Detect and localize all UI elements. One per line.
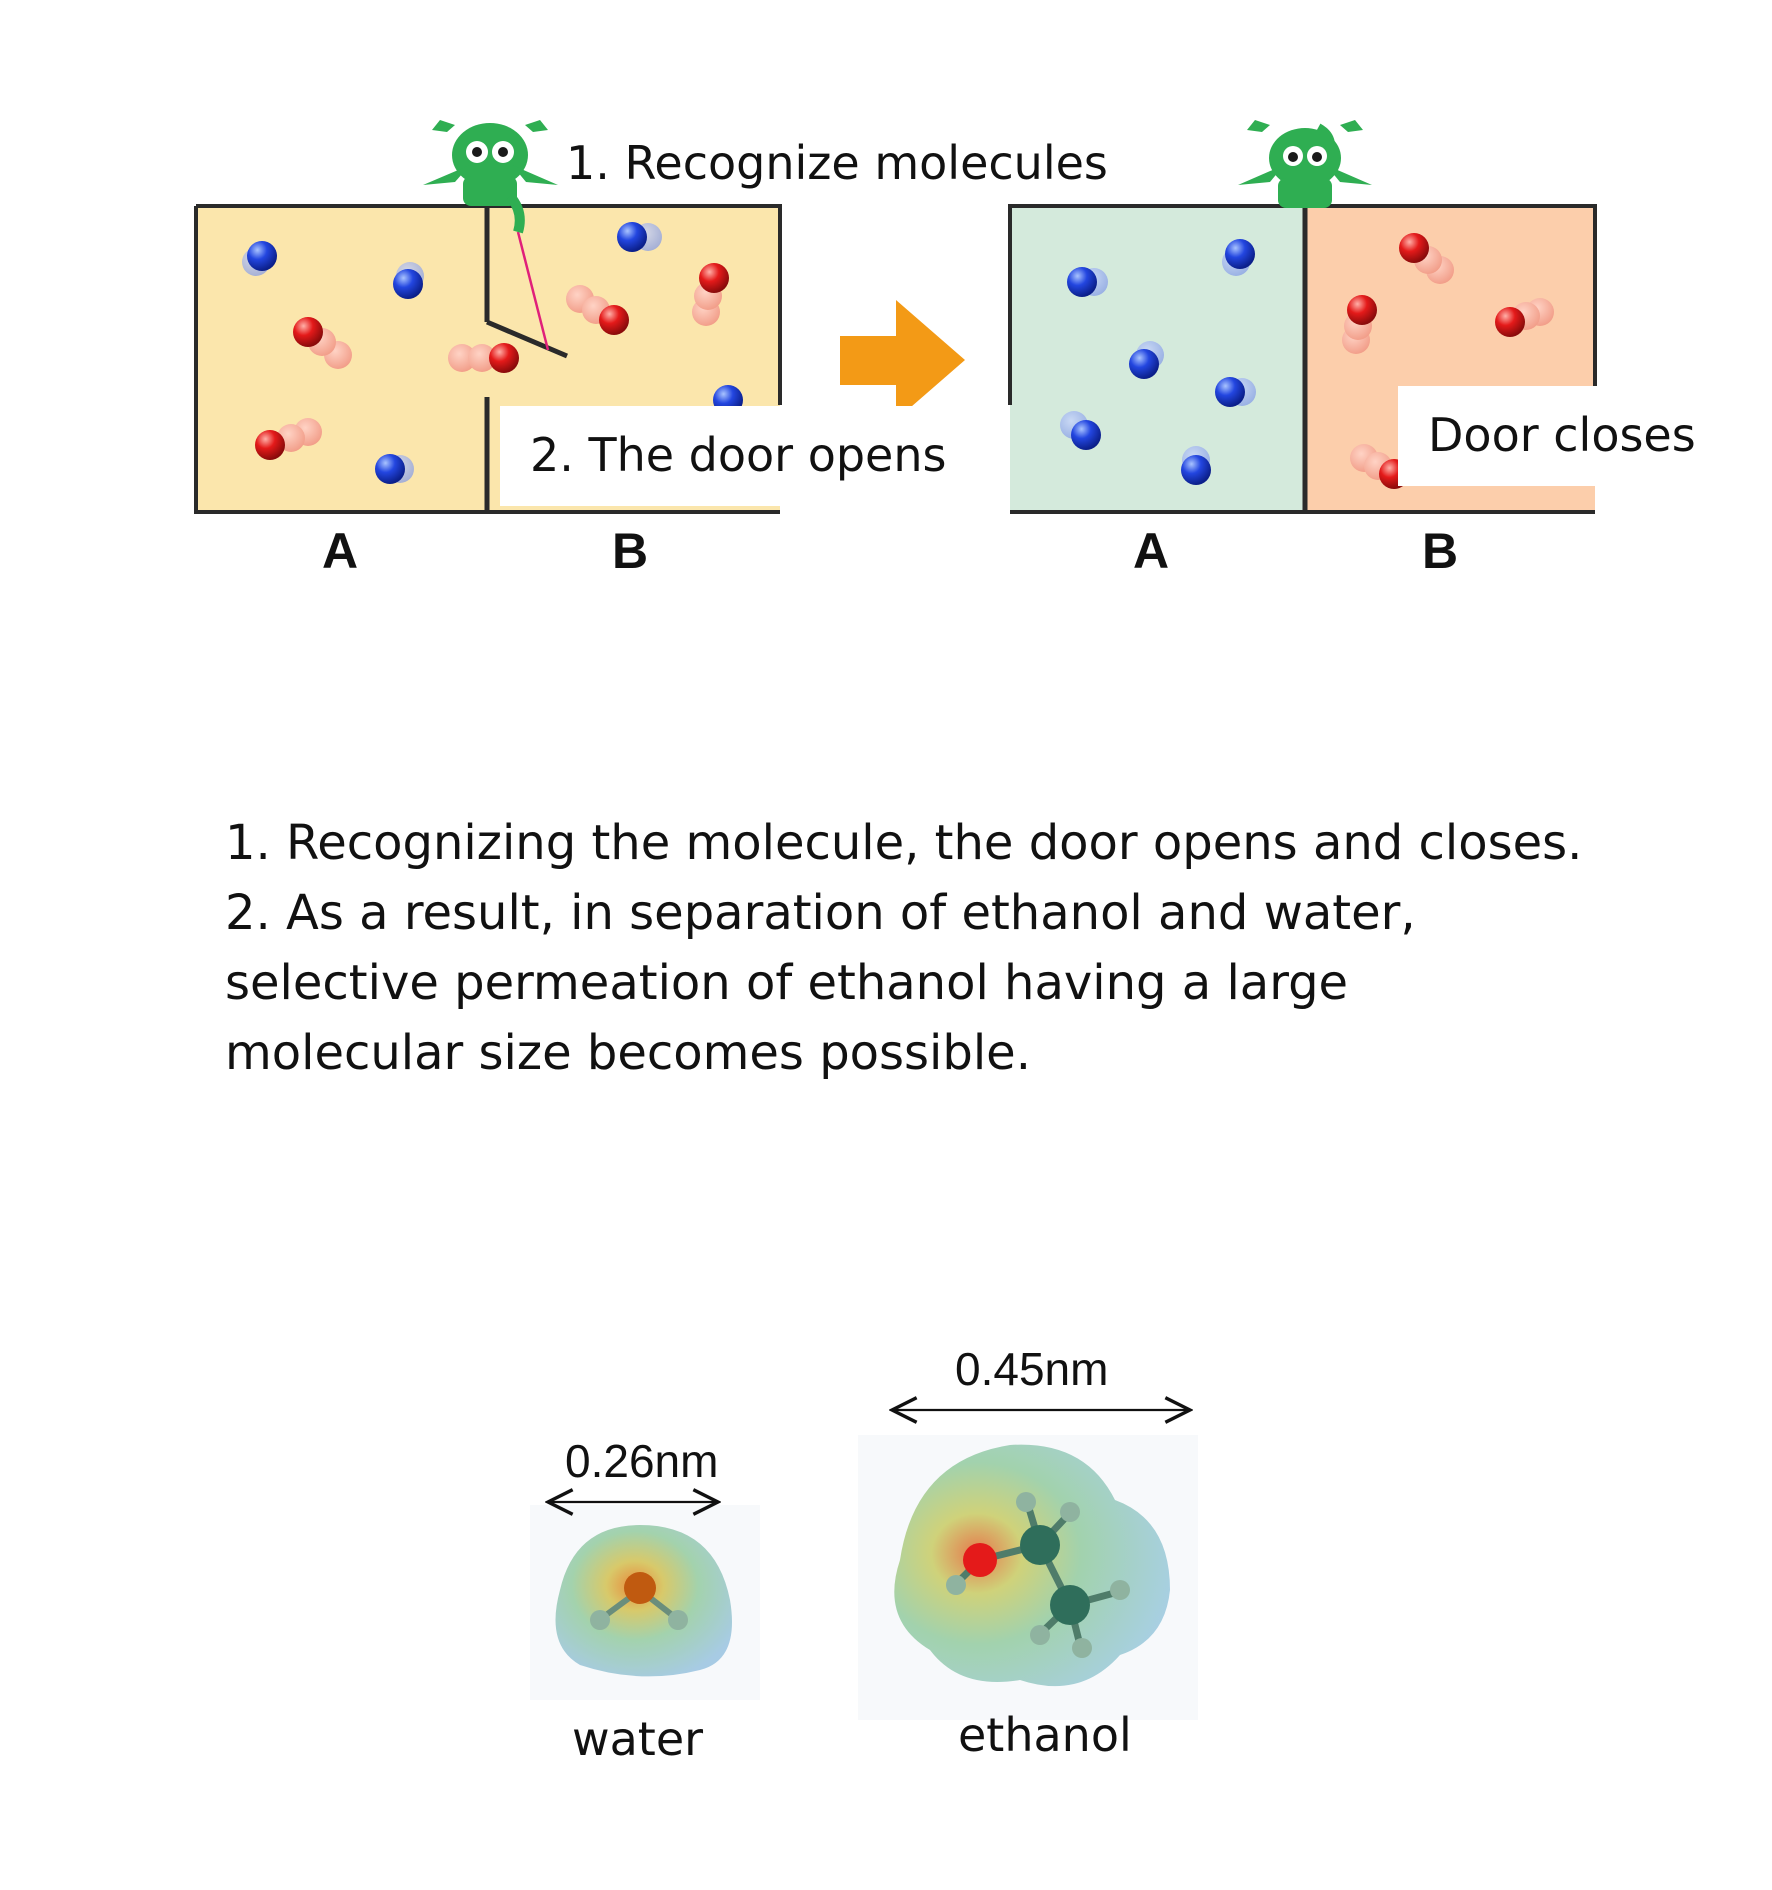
water-label: water (572, 1712, 704, 1766)
ethanol-size-label: 0.45nm (955, 1343, 1109, 1395)
separation-diagram (194, 120, 1597, 514)
after-chamber-b-label: B (1422, 523, 1459, 579)
molecule-illustrations (530, 1300, 1198, 1720)
description-line-1: 1. Recognizing the molecule, the door op… (225, 815, 1583, 871)
demon-icon (1238, 120, 1372, 208)
before-molecules (242, 222, 743, 484)
step2-label: 2. The door opens (500, 406, 1008, 506)
before-chamber-a-label: A (322, 523, 359, 579)
after-molecules (1060, 233, 1554, 489)
door-string (516, 231, 550, 351)
water-molecule (530, 1505, 760, 1700)
after-chamber-a-label: A (1133, 523, 1170, 579)
ethanol-label: ethanol (958, 1708, 1132, 1762)
description: 1. Recognizing the molecule, the door op… (225, 808, 1665, 1088)
description-line-4: molecular size becomes possible. (225, 1025, 1031, 1081)
demon-icon (423, 120, 558, 234)
ethanol-molecule (858, 1435, 1198, 1720)
step1-label: 1. Recognize molecules (566, 136, 1108, 190)
water-size-label: 0.26nm (565, 1435, 719, 1487)
arrow-icon (840, 300, 965, 420)
description-line-2: 2. As a result, in separation of ethanol… (225, 885, 1416, 941)
door-closes-label: Door closes (1398, 386, 1712, 486)
description-line-3: selective permeation of ethanol having a… (225, 955, 1349, 1011)
before-chamber-b-label: B (612, 523, 649, 579)
open-door (486, 319, 568, 359)
